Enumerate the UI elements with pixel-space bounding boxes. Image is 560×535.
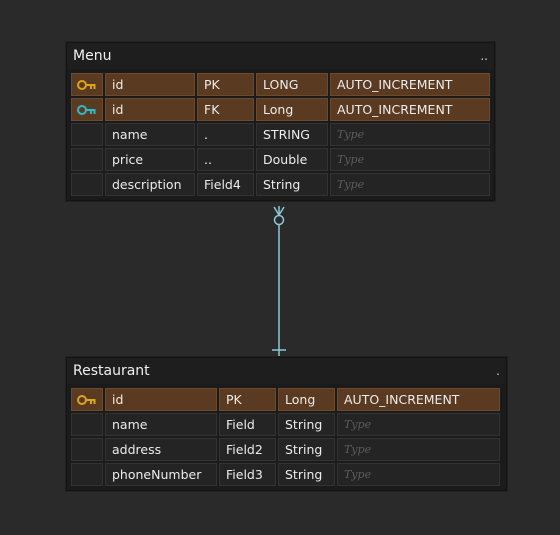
column-name[interactable]: description (105, 173, 195, 196)
column-constraint[interactable]: PK (219, 388, 276, 411)
table-menu[interactable]: Menu .. id PK LONG AUTO_INCREMENT id FK … (66, 42, 495, 201)
column-type[interactable]: String (278, 413, 335, 436)
column-name[interactable]: name (105, 123, 195, 146)
table-row[interactable]: name Field String Type (71, 413, 502, 436)
table-row[interactable]: description Field4 String Type (71, 173, 490, 196)
table-rows: id PK Long AUTO_INCREMENT name Field Str… (67, 384, 506, 490)
table-options-button[interactable]: . (496, 364, 500, 378)
column-extra[interactable]: Type (337, 438, 500, 461)
column-type[interactable]: LONG (256, 73, 328, 96)
column-constraint[interactable]: Field2 (219, 438, 276, 461)
row-handle[interactable] (71, 123, 103, 146)
column-type[interactable]: Long (278, 388, 335, 411)
column-extra[interactable]: AUTO_INCREMENT (330, 73, 490, 96)
table-header[interactable]: Menu .. (67, 43, 494, 69)
table-header[interactable]: Restaurant . (67, 358, 506, 384)
table-options-button[interactable]: .. (480, 49, 488, 63)
table-title: Menu (73, 48, 112, 64)
column-constraint[interactable]: . (197, 123, 254, 146)
zero-optional-circle (273, 214, 285, 226)
table-row[interactable]: address Field2 String Type (71, 438, 502, 461)
column-extra[interactable]: Type (330, 173, 490, 196)
column-name[interactable]: phoneNumber (105, 463, 217, 486)
column-constraint[interactable]: .. (197, 148, 254, 171)
table-restaurant[interactable]: Restaurant . id PK Long AUTO_INCREMENT n… (66, 357, 507, 491)
row-handle[interactable] (71, 413, 103, 436)
primary-key-icon (71, 73, 103, 96)
row-handle[interactable] (71, 173, 103, 196)
column-constraint[interactable]: Field4 (197, 173, 254, 196)
column-constraint[interactable]: PK (197, 73, 254, 96)
crows-foot-left (273, 206, 280, 216)
crows-foot-right (278, 206, 285, 216)
primary-key-icon (71, 388, 103, 411)
column-extra[interactable]: Type (330, 148, 490, 171)
column-type[interactable]: String (256, 173, 328, 196)
column-name[interactable]: id (105, 98, 195, 121)
column-name[interactable]: id (105, 388, 217, 411)
column-name[interactable]: address (105, 438, 217, 461)
column-constraint[interactable]: Field3 (219, 463, 276, 486)
table-row[interactable]: name . STRING Type (71, 123, 490, 146)
column-extra[interactable]: Type (337, 463, 500, 486)
column-type[interactable]: Double (256, 148, 328, 171)
table-row[interactable]: price .. Double Type (71, 148, 490, 171)
column-type[interactable]: STRING (256, 123, 328, 146)
column-extra[interactable]: AUTO_INCREMENT (337, 388, 500, 411)
column-name[interactable]: price (105, 148, 195, 171)
table-title: Restaurant (73, 363, 150, 379)
row-handle[interactable] (71, 148, 103, 171)
table-row[interactable]: id PK LONG AUTO_INCREMENT (71, 73, 490, 96)
column-constraint[interactable]: FK (197, 98, 254, 121)
table-row[interactable]: phoneNumber Field3 String Type (71, 463, 502, 486)
foreign-key-icon (71, 98, 103, 121)
column-constraint[interactable]: Field (219, 413, 276, 436)
row-handle[interactable] (71, 463, 103, 486)
table-row[interactable]: id PK Long AUTO_INCREMENT (71, 388, 502, 411)
column-type[interactable]: String (278, 438, 335, 461)
column-extra[interactable]: AUTO_INCREMENT (330, 98, 490, 121)
column-name[interactable]: id (105, 73, 195, 96)
column-extra[interactable]: Type (330, 123, 490, 146)
row-handle[interactable] (71, 438, 103, 461)
table-rows: id PK LONG AUTO_INCREMENT id FK Long AUT… (67, 69, 494, 200)
column-extra[interactable]: Type (337, 413, 500, 436)
table-row[interactable]: id FK Long AUTO_INCREMENT (71, 98, 490, 121)
column-type[interactable]: Long (256, 98, 328, 121)
column-name[interactable]: name (105, 413, 217, 436)
column-type[interactable]: String (278, 463, 335, 486)
